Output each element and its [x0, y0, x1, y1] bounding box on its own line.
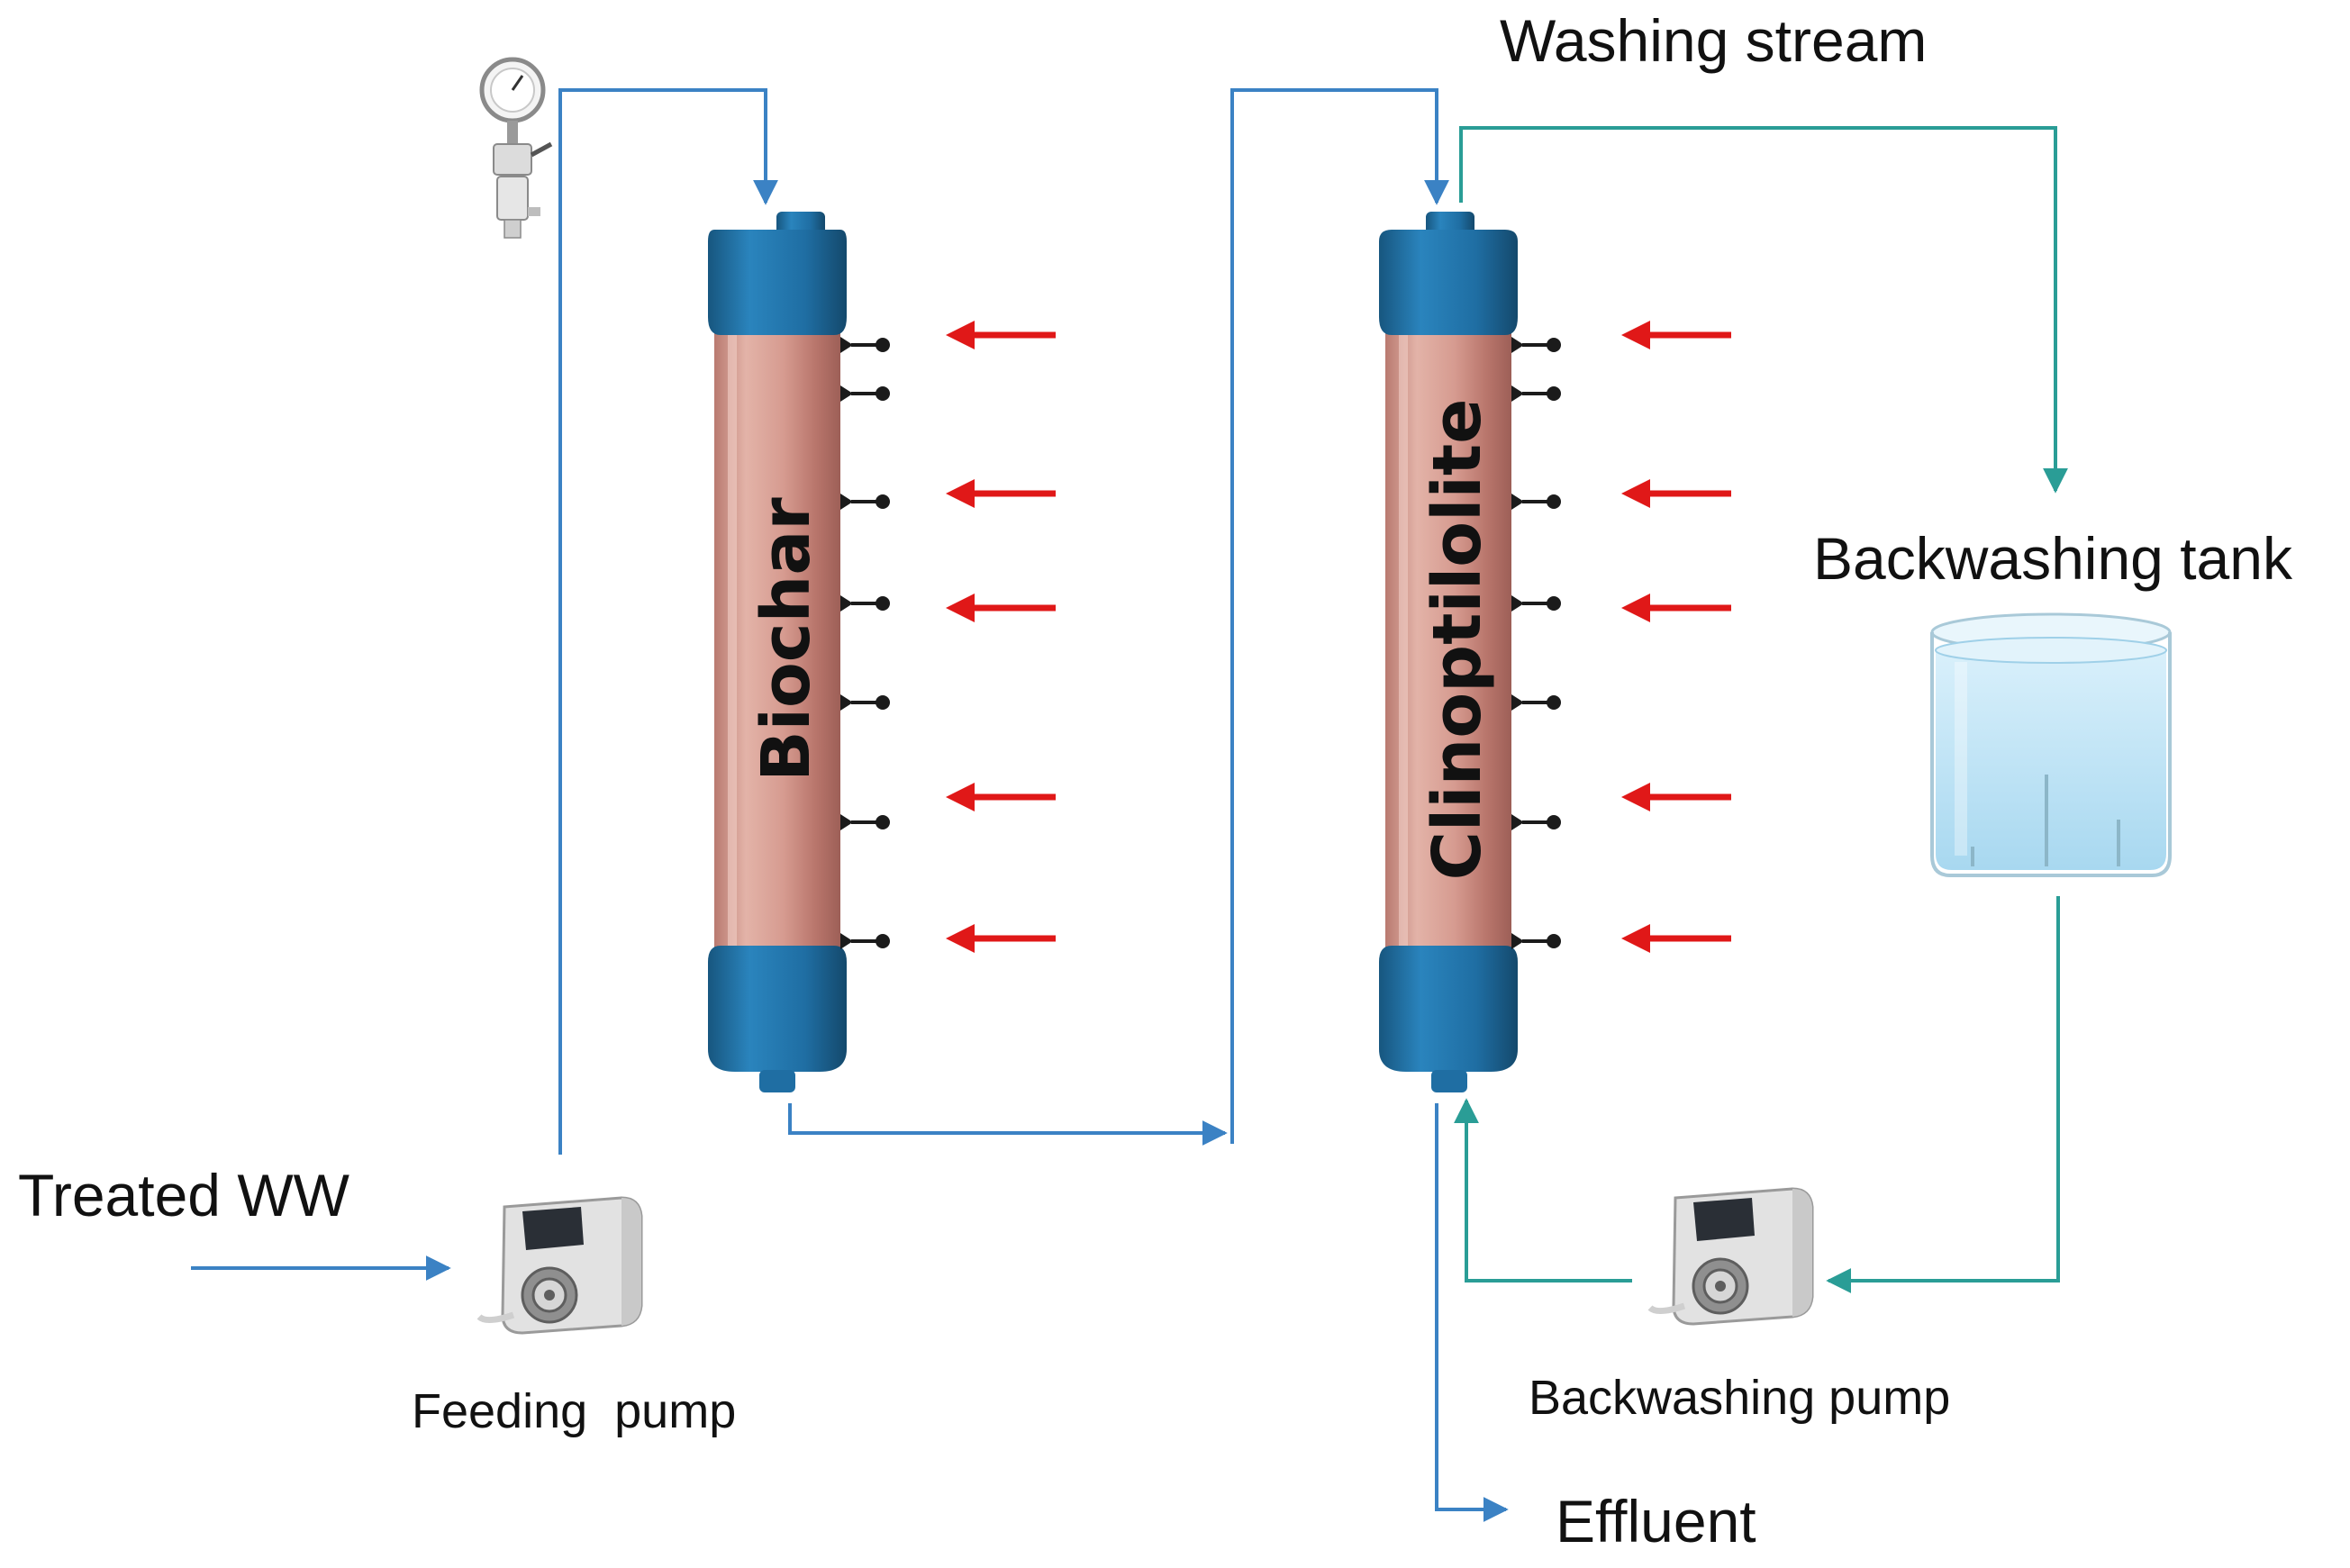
sampling-port-icon: [1511, 337, 1561, 353]
sampling-port-icon: [840, 694, 890, 711]
tank-outlet-line: [1826, 896, 2060, 1293]
transfer-line: [1230, 88, 1449, 1144]
sampling-port-icon: [1511, 595, 1561, 612]
feed-riser-line: [558, 88, 778, 1155]
effluent-line: [1435, 1103, 1509, 1522]
inter-column-line: [788, 1103, 1228, 1146]
backwashing-pump-label: Backwashing pump: [1529, 1371, 1950, 1425]
sampling-port-icon: [1511, 694, 1561, 711]
sampling-arrow: [1621, 479, 1731, 508]
peristaltic-pump-icon: [476, 1196, 643, 1335]
treated-ww-label: Treated WW: [18, 1162, 350, 1228]
column-label: Clinoptilolite: [1419, 399, 1496, 881]
sampling-port-icon: [1511, 385, 1561, 402]
sampling-arrow: [1621, 321, 1731, 349]
sampling-port-icon: [1511, 494, 1561, 510]
sampling-port-icon: [840, 595, 890, 612]
sampling-arrow: [1621, 594, 1731, 622]
clinoptilolite-column: Clinoptilolite: [1379, 212, 1518, 1092]
sampling-ports: [840, 337, 1561, 949]
sampling-port-icon: [840, 337, 890, 353]
sampling-arrow: [1621, 783, 1731, 811]
sampling-arrow: [946, 321, 1056, 349]
sampling-port-icon: [840, 494, 890, 510]
sampling-arrow: [946, 783, 1056, 811]
sampling-port-icon: [1511, 814, 1561, 830]
feeding-pump-label: Feeding pump: [412, 1384, 736, 1438]
effluent-label: Effluent: [1556, 1488, 1756, 1554]
sampling-arrow: [946, 479, 1056, 508]
backwash-lines: [1454, 126, 2068, 1293]
sampling-port-icon: [840, 933, 890, 949]
washing-stream-line: [1459, 126, 2068, 494]
backwash-return-line: [1454, 1098, 1632, 1282]
sampling-port-icon: [1511, 933, 1561, 949]
pressure-gauge-icon: [479, 57, 553, 239]
column-label: Biochar: [748, 497, 825, 782]
sampling-arrow: [946, 594, 1056, 622]
biochar-column: Biochar: [708, 212, 847, 1092]
backwashing-tank-label: Backwashing tank: [1813, 525, 2293, 592]
washing-stream-label: Washing stream: [1500, 7, 1927, 74]
feed-lines: [191, 88, 1509, 1522]
sampling-arrows: [946, 321, 1731, 953]
tank-icon: [1930, 612, 2172, 877]
sampling-arrow: [946, 924, 1056, 953]
sampling-port-icon: [840, 385, 890, 402]
sampling-arrow: [1621, 924, 1731, 953]
sampling-port-icon: [840, 814, 890, 830]
peristaltic-pump-icon: [1647, 1187, 1814, 1326]
